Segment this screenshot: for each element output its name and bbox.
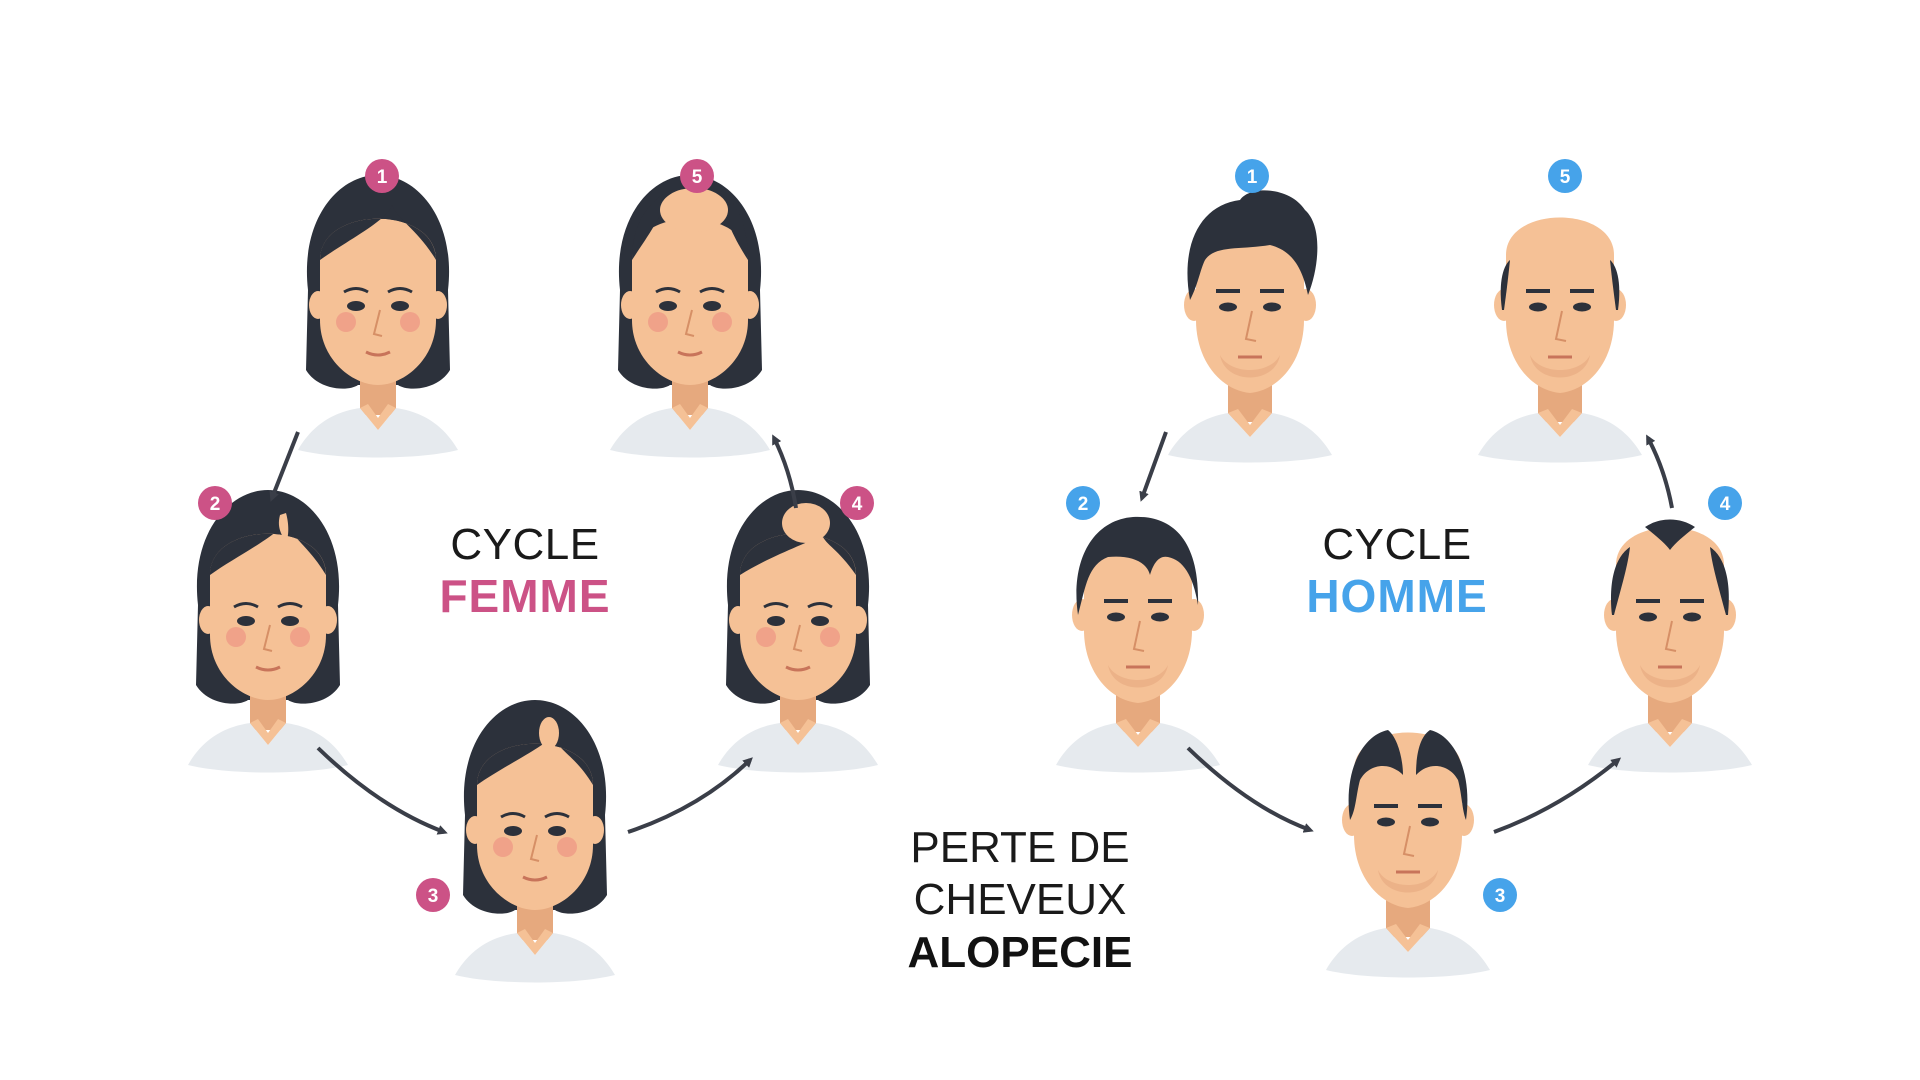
male-arrow-4-5 [1646,434,1674,509]
male-arrow-1-2 [1139,431,1168,502]
center-caption-line2: ALOPECIE [907,928,1133,977]
male-badge-5: 5 [1548,159,1582,193]
female-badge-1: 1 [365,159,399,193]
female-badge-4: 4 [840,486,874,520]
male-badge-1: 1 [1235,159,1269,193]
male-badge-3: 3 [1483,878,1517,912]
male-head-stage-4 [1586,519,1754,775]
svg-text:1: 1 [377,167,388,188]
female-cycle-subtitle: FEMME [439,570,611,622]
female-badge-5: 5 [680,159,714,193]
female-cycle-title: CYCLE [450,520,600,569]
female-head-stage-2 [186,488,350,774]
male-arrow-3-4 [1493,757,1622,834]
male-cycle-title: CYCLE [1322,520,1472,569]
svg-text:4: 4 [1720,494,1731,515]
svg-text:3: 3 [428,886,439,907]
svg-text:1: 1 [1247,167,1258,188]
male-head-stage-1 [1166,190,1334,465]
female-head-stage-3 [453,698,617,984]
male-arrow-2-3 [1186,746,1314,833]
female-cycle-label: CYCLE FEMME [375,520,675,622]
female-arrow-2-3 [316,746,448,835]
male-head-stage-2 [1054,516,1222,775]
svg-text:5: 5 [692,167,703,188]
female-arrow-3-4 [627,757,753,834]
svg-text:2: 2 [210,494,221,515]
svg-text:4: 4 [852,494,863,515]
female-badge-2: 2 [198,486,232,520]
svg-text:3: 3 [1495,886,1506,907]
svg-text:5: 5 [1560,167,1571,188]
svg-text:2: 2 [1078,494,1089,515]
male-head-stage-5 [1476,215,1644,465]
male-badge-4: 4 [1708,486,1742,520]
male-cycle-label: CYCLE HOMME [1247,520,1547,622]
female-arrow-1-2 [269,431,300,502]
female-arrow-4-5 [772,434,798,509]
female-head-stage-1 [296,173,460,459]
center-caption-line1: PERTE DE CHEVEUX [910,823,1130,924]
male-badge-2: 2 [1066,486,1100,520]
female-head-stage-4 [716,488,880,774]
center-caption: PERTE DE CHEVEUX ALOPECIE [810,822,1230,980]
male-head-stage-3 [1324,730,1492,980]
female-badge-3: 3 [416,878,450,912]
female-head-stage-5 [608,173,772,459]
male-cycle-subtitle: HOMME [1306,570,1488,622]
